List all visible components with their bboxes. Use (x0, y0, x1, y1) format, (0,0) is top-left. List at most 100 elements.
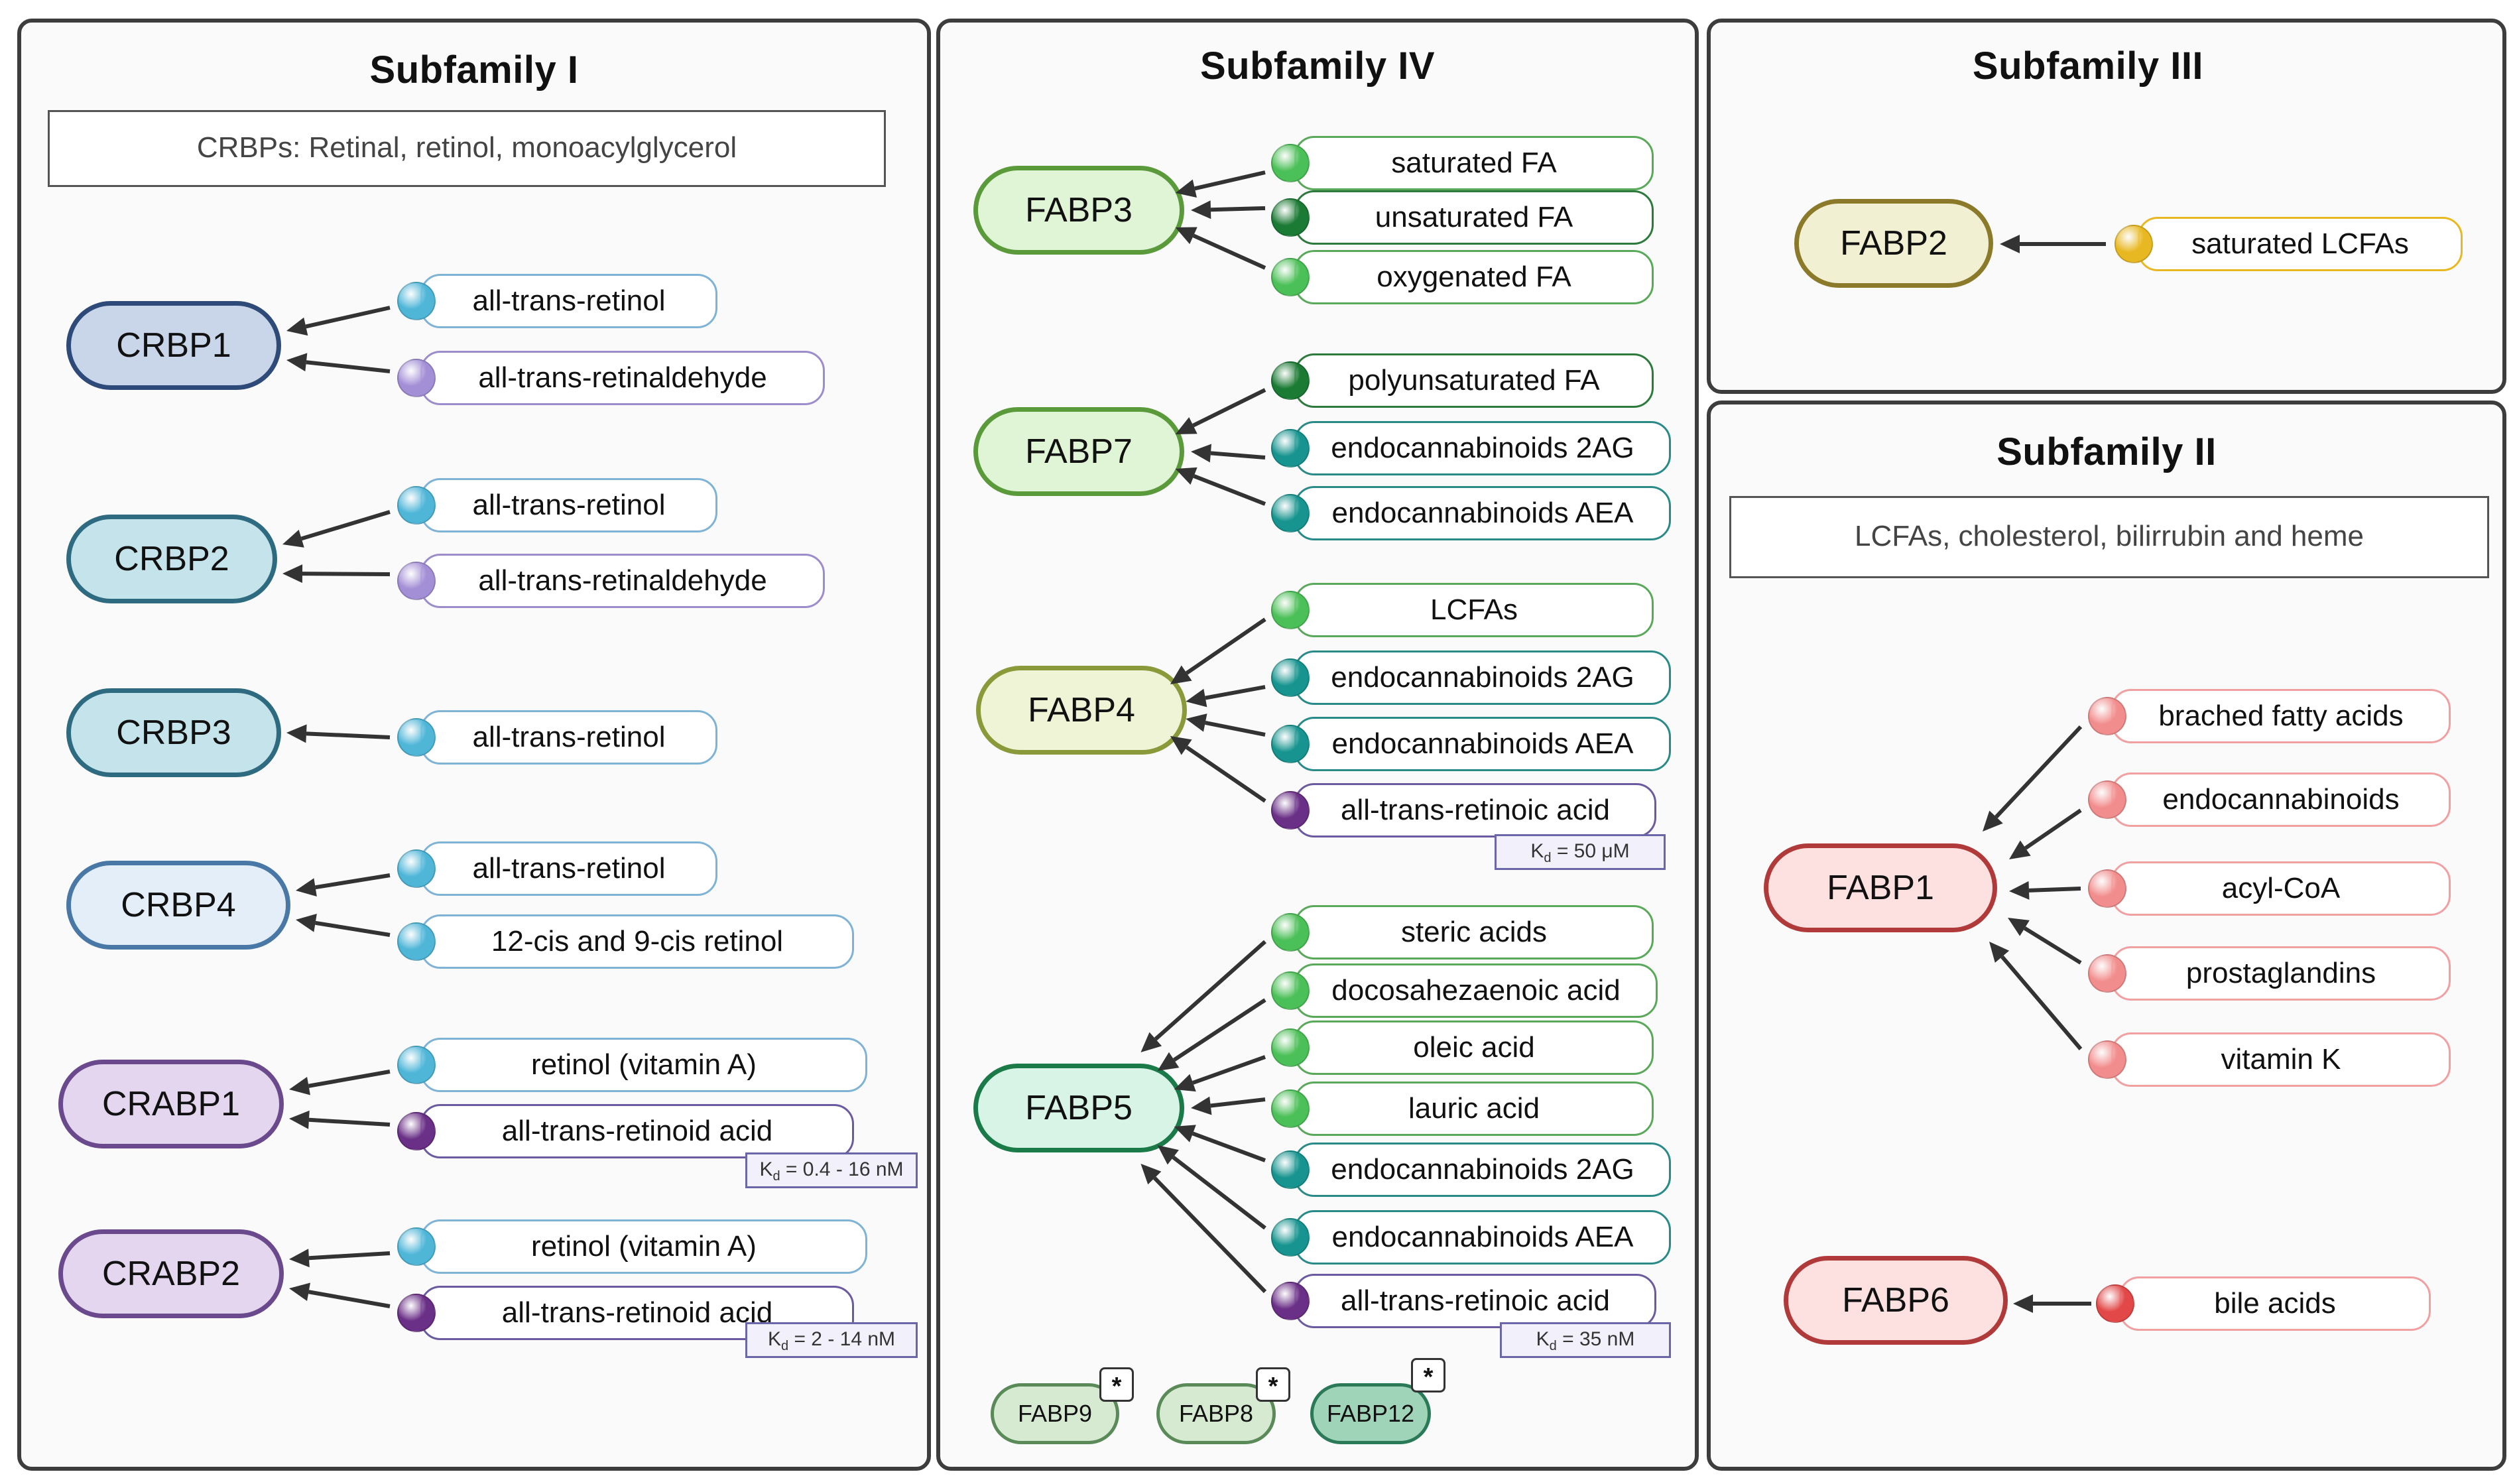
ligand-pill: all-trans-retinol (420, 478, 717, 532)
arrowhead (1175, 179, 1197, 198)
binding-arrow (2023, 926, 2082, 965)
protein-node: FABP5 (973, 1064, 1184, 1152)
binding-arrow (1172, 1155, 1266, 1230)
protein-node: FABP6 (1784, 1256, 2008, 1345)
ligand-pill: bile acids (2119, 1276, 2431, 1331)
panel-subtitle: CRBPs: Retinal, retinol, monoacylglycero… (48, 110, 886, 187)
binding-arrow (1210, 206, 1266, 212)
binding-arrow (315, 873, 391, 890)
ligand-pill: retinol (vitamin A) (420, 1038, 867, 1092)
arrowhead (1157, 1145, 1179, 1165)
asterisk-icon: * (1099, 1367, 1134, 1402)
ligand-ball-icon (1271, 971, 1310, 1010)
ligand-ball-icon (1271, 658, 1310, 697)
kd-badge: Kd = 50 μM (1495, 834, 1666, 870)
binding-arrow (308, 1117, 391, 1127)
ligand-ball-icon (1271, 1089, 1310, 1128)
arrowhead (1191, 200, 1211, 219)
arrowhead (1174, 1074, 1196, 1092)
ligand-pill: all-trans-retinol (420, 274, 717, 328)
binding-arrow (308, 1251, 391, 1261)
protein-node: FABP1 (1764, 843, 1997, 932)
ligand-ball-icon (2088, 869, 2126, 908)
binding-arrow (1185, 745, 1266, 803)
ligand-pill: lauric acid (1294, 1082, 1654, 1136)
binding-arrow (1210, 451, 1266, 460)
ligand-ball-icon (2088, 954, 2126, 993)
ligand-ball-icon (1271, 913, 1310, 952)
ligand-pill: endocannabinoids 2AG (1294, 1143, 1671, 1197)
arrowhead (286, 724, 307, 743)
binding-arrow (315, 920, 391, 937)
protein-node: CRBP1 (66, 301, 281, 390)
ligand-ball-icon (1271, 429, 1310, 467)
ligand-ball-icon (397, 922, 436, 961)
protein-node: CRBP4 (66, 861, 290, 950)
panel-title: Subfamily III (1972, 44, 2204, 88)
ligand-pill: endocannabinoids AEA (1294, 1210, 1671, 1265)
binding-arrow (1205, 685, 1266, 700)
arrowhead (1140, 1032, 1162, 1052)
arrowhead (1157, 1052, 1180, 1071)
binding-arrow (1192, 233, 1266, 270)
ligand-ball-icon (2088, 1040, 2126, 1079)
ligand-ball-icon (1271, 198, 1310, 237)
ligand-pill: all-trans-retinoid acid (420, 1104, 854, 1158)
arrowhead (289, 1110, 310, 1129)
ligand-ball-icon (397, 718, 436, 757)
ligand-pill: LCFAs (1294, 583, 1654, 637)
ligand-ball-icon (1271, 494, 1310, 532)
ligand-pill: steric acids (1294, 905, 1654, 959)
asterisk-icon: * (1256, 1367, 1290, 1402)
ligand-ball-icon (1271, 258, 1310, 296)
ligand-pill: all-trans-retinoic acid (1294, 783, 1656, 837)
binding-arrow (1173, 998, 1266, 1062)
binding-arrow (1194, 170, 1266, 191)
protein-node: CRBP2 (66, 515, 277, 603)
ligand-pill: endocannabinoids 2AG (1294, 650, 1671, 705)
arrowhead (1191, 1096, 1212, 1115)
binding-arrow (1192, 388, 1266, 428)
ligand-pill: endocannabinoids (2111, 773, 2451, 827)
arrowhead (286, 353, 308, 372)
arrowhead (282, 564, 303, 584)
ligand-ball-icon (2088, 780, 2126, 819)
arrowhead (296, 913, 317, 932)
asterisk-icon: * (1411, 1358, 1445, 1392)
ligand-ball-icon (397, 486, 436, 525)
ligand-pill: all-trans-retinaldehyde (420, 554, 825, 608)
ligand-ball-icon (397, 1227, 436, 1266)
binding-arrow (1154, 940, 1266, 1041)
ligand-pill: oleic acid (1294, 1020, 1654, 1075)
ligand-pill: oxygenated FA (1294, 250, 1654, 304)
binding-arrow (306, 731, 391, 739)
binding-arrow (1193, 474, 1266, 506)
arrowhead (1170, 665, 1192, 684)
arrowhead (1989, 942, 2010, 963)
binding-arrow (306, 360, 391, 373)
binding-arrow (1205, 720, 1266, 737)
ligand-pill: acyl-CoA (2111, 861, 2451, 916)
arrowhead (1170, 736, 1192, 755)
panel-subtitle: LCFAs, cholesterol, bilirrubin and heme (1729, 496, 2489, 578)
ligand-ball-icon (1271, 1150, 1310, 1189)
ligand-pill: saturated LCFAs (2138, 217, 2463, 271)
arrowhead (289, 1249, 310, 1268)
arrowhead (2013, 1294, 2033, 1313)
arrowhead (2008, 918, 2030, 936)
binding-arrow (305, 306, 391, 329)
arrowhead (1191, 444, 1212, 463)
ligand-pill: all-trans-retinol (420, 841, 717, 896)
ligand-pill: saturated FA (1294, 136, 1654, 190)
ligand-ball-icon (1271, 591, 1310, 629)
protein-node: CRABP1 (58, 1060, 284, 1148)
ligand-pill: docosahezaenoic acid (1294, 963, 1658, 1018)
arrowhead (1186, 688, 1207, 708)
arrowhead (2009, 840, 2031, 859)
ligand-ball-icon (2096, 1284, 2134, 1323)
ligand-ball-icon (397, 1112, 436, 1150)
ligand-ball-icon (1271, 1282, 1310, 1320)
ligand-ball-icon (1271, 725, 1310, 763)
binding-arrow (1192, 1131, 1266, 1162)
binding-arrow (308, 1290, 391, 1308)
